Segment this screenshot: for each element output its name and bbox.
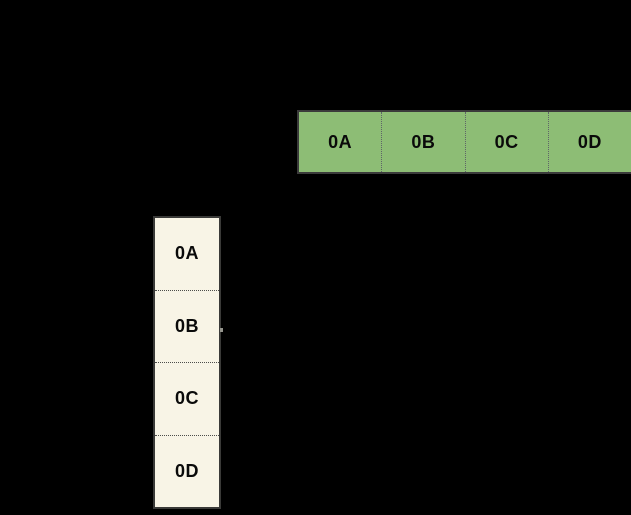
memory-row-cell-0: 0A — [299, 112, 381, 172]
byte-value-label: 0B — [174, 315, 199, 336]
memory-row-cell-2: 0C — [464, 112, 548, 172]
byte-value-label: 0D — [174, 460, 199, 481]
memory-column-cell-2: 0C — [155, 362, 219, 435]
byte-value-label: 0B — [411, 131, 436, 152]
memory-row-array: 0A 0B 0C 0D — [297, 110, 631, 174]
memory-column-array: 0A 0B 0C 0D — [153, 216, 221, 509]
memory-row-cell-1: 0B — [381, 112, 464, 172]
byte-value-label: 0A — [328, 131, 353, 152]
byte-value-label: 0D — [577, 131, 602, 152]
pointer-tip-mark — [220, 328, 223, 332]
byte-value-label: 0C — [494, 131, 519, 152]
memory-column-cell-0: 0A — [155, 218, 219, 290]
memory-column-cell-3: 0D — [155, 434, 219, 508]
memory-column-cell-1: 0B — [155, 289, 219, 363]
byte-value-label: 0A — [174, 243, 199, 264]
memory-row-cell-3: 0D — [547, 112, 631, 172]
byte-value-label: 0C — [174, 388, 199, 409]
